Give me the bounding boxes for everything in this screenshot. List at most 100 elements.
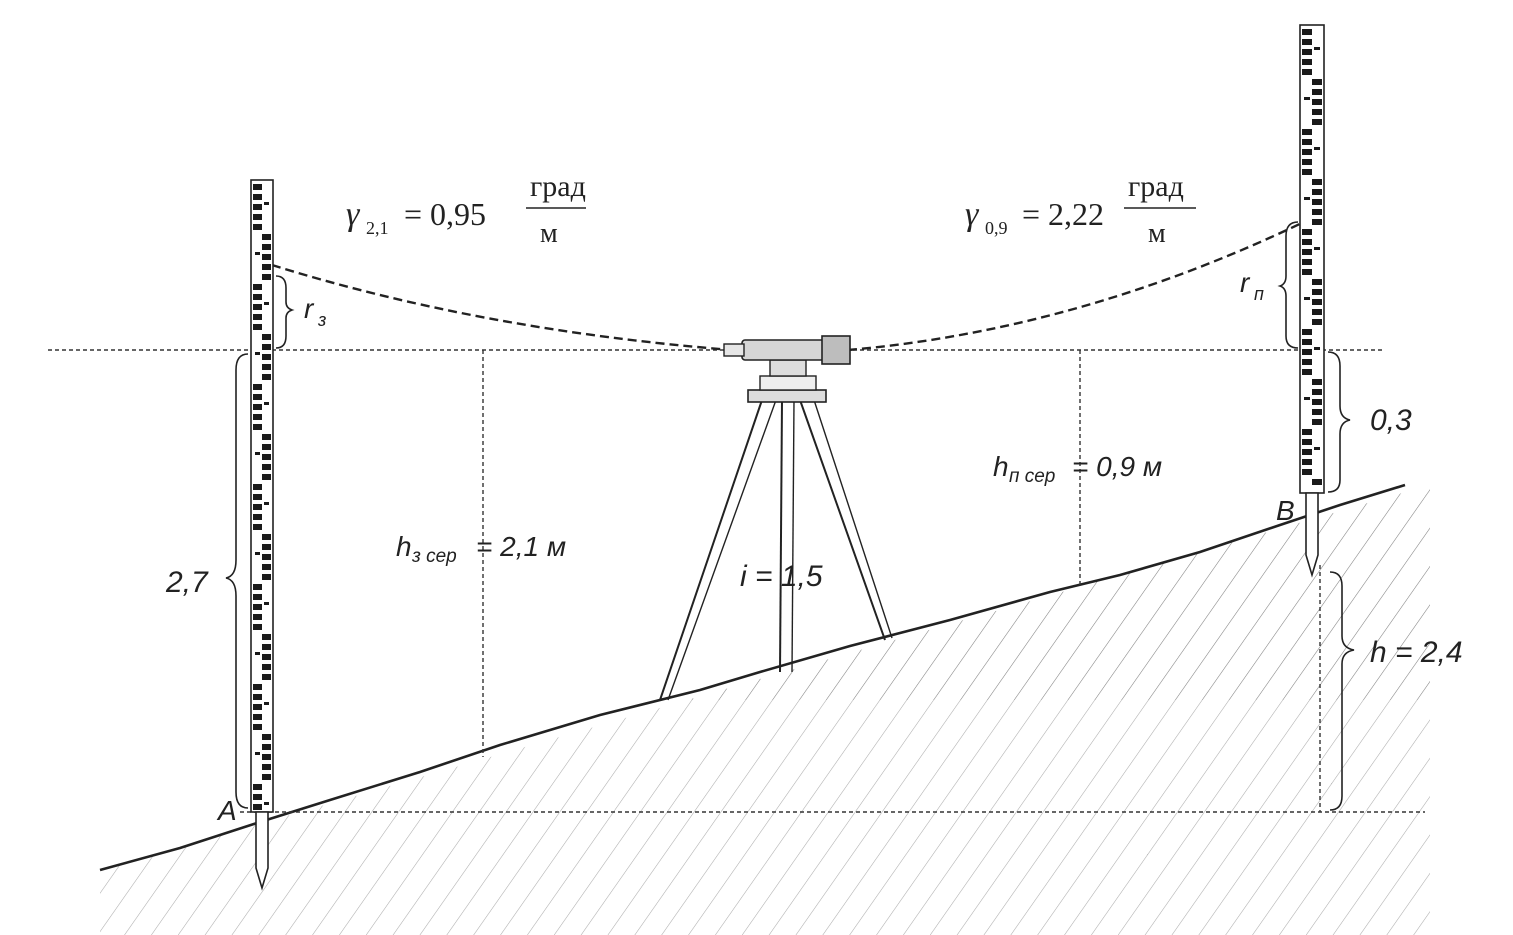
staff-back-digit-mark bbox=[255, 252, 260, 255]
staff-front-mark bbox=[1302, 169, 1312, 175]
staff-back-mark bbox=[262, 244, 271, 250]
staff-front-mark bbox=[1302, 339, 1312, 345]
staff-front-digit-mark bbox=[1314, 447, 1320, 450]
staff-back-mark bbox=[253, 224, 262, 230]
staff-back-mark bbox=[253, 584, 262, 590]
staff-front-markings bbox=[1302, 29, 1322, 485]
staff-front-mark bbox=[1312, 419, 1322, 425]
ground bbox=[99, 483, 1430, 935]
tripod-leg-left-inner bbox=[667, 399, 777, 701]
staff-back-mark bbox=[262, 344, 271, 350]
h-back-sub: з сер bbox=[411, 546, 457, 567]
gamma-front-unit-numerator: град bbox=[1128, 170, 1184, 203]
staff-front-digit-mark bbox=[1304, 397, 1310, 400]
staff-back-digit-mark bbox=[255, 752, 260, 755]
staff-front-mark bbox=[1312, 209, 1322, 215]
staff-back-mark bbox=[253, 184, 262, 190]
refraction-curve-front bbox=[847, 218, 1309, 352]
staff-front-mark bbox=[1302, 349, 1312, 355]
staff-front-mark bbox=[1302, 129, 1312, 135]
staff-back-mark bbox=[262, 664, 271, 670]
staff-front-mark bbox=[1302, 359, 1312, 365]
staff-front-mark bbox=[1302, 29, 1312, 35]
staff-front-mark bbox=[1302, 439, 1312, 445]
tripod-head bbox=[747, 389, 827, 403]
staff-back-mark bbox=[253, 314, 262, 320]
staff-front-mark bbox=[1302, 249, 1312, 255]
staff-front-mark bbox=[1312, 79, 1322, 85]
staff-front-mark bbox=[1312, 179, 1322, 185]
staff-front-mark bbox=[1312, 299, 1322, 305]
staff-back-mark bbox=[262, 754, 271, 760]
staff-back-mark bbox=[253, 694, 262, 700]
ground-surface-line bbox=[99, 483, 1406, 872]
gamma-back-symbol: γ bbox=[346, 196, 361, 233]
staff-back-mark bbox=[262, 364, 271, 370]
h-front-sub: п сер bbox=[1009, 466, 1055, 487]
staff-front-mark bbox=[1312, 99, 1322, 105]
staff-back-mark bbox=[262, 574, 271, 580]
r-back-base: r bbox=[304, 293, 315, 324]
gamma-front-subscript: 0,9 bbox=[985, 218, 1008, 238]
staff-back-mark bbox=[253, 294, 262, 300]
staff-back-mark bbox=[253, 394, 262, 400]
staff-front-mark bbox=[1302, 149, 1312, 155]
staff-back-mark bbox=[253, 504, 262, 510]
leveling-staff-front bbox=[1299, 24, 1325, 578]
staff-back-mark bbox=[253, 214, 262, 220]
brace-reading-front bbox=[1327, 351, 1351, 493]
reading-back-label: 2,7 bbox=[165, 566, 209, 599]
staff-front-digit-mark bbox=[1304, 297, 1310, 300]
staff-back-digit-mark bbox=[255, 352, 260, 355]
refraction-gradient-back: γ 2,1 = 0,95 град м bbox=[346, 170, 586, 249]
staff-back-mark bbox=[262, 254, 271, 260]
tripod-leg-right bbox=[799, 399, 886, 641]
staff-back-digit-mark bbox=[264, 502, 269, 505]
staff-front-mark bbox=[1312, 289, 1322, 295]
staff-back-mark bbox=[262, 234, 271, 240]
point-b-label: B bbox=[1276, 495, 1295, 526]
gamma-back-subscript: 2,1 bbox=[366, 218, 389, 238]
staff-back-mark bbox=[253, 284, 262, 290]
staff-front-mark bbox=[1312, 399, 1322, 405]
instrument-height-label: i = 1,5 bbox=[740, 560, 823, 593]
ground-hatching bbox=[100, 485, 1430, 935]
staff-back-mark bbox=[262, 444, 271, 450]
staff-back-mark bbox=[253, 324, 262, 330]
staff-front-mark bbox=[1302, 269, 1312, 275]
staff-back-mark bbox=[262, 274, 271, 280]
staff-front-mark bbox=[1312, 219, 1322, 225]
staff-front-mark bbox=[1312, 89, 1322, 95]
staff-front-digit-mark bbox=[1304, 97, 1310, 100]
staff-front-mark bbox=[1302, 429, 1312, 435]
staff-front-mark bbox=[1302, 229, 1312, 235]
staff-back-mark bbox=[253, 804, 262, 810]
staff-back-mark bbox=[262, 654, 271, 660]
staff-back-mark bbox=[253, 724, 262, 730]
refraction-gradient-front: γ 0,9 = 2,22 град м bbox=[965, 170, 1196, 249]
staff-back-mark bbox=[262, 474, 271, 480]
staff-back-mark bbox=[262, 734, 271, 740]
label-h-back: h з сер = 2,1 м bbox=[396, 531, 566, 567]
staff-back-mark bbox=[262, 454, 271, 460]
tripod bbox=[659, 399, 893, 701]
level-instrument bbox=[659, 335, 893, 701]
staff-back-mark bbox=[262, 554, 271, 560]
staff-front-mark bbox=[1302, 69, 1312, 75]
staff-front-digit-mark bbox=[1314, 147, 1320, 150]
staff-front-mark bbox=[1312, 309, 1322, 315]
gamma-back-unit-numerator: град bbox=[530, 170, 586, 203]
gamma-front-symbol: γ bbox=[965, 196, 980, 233]
refraction-curve-back bbox=[271, 263, 733, 352]
gamma-back-unit-denominator: м bbox=[540, 218, 558, 249]
staff-front-mark bbox=[1302, 159, 1312, 165]
staff-front-mark bbox=[1312, 319, 1322, 325]
staff-back-mark bbox=[253, 794, 262, 800]
staff-back-mark bbox=[253, 714, 262, 720]
h-back-base: h bbox=[396, 531, 412, 562]
staff-back-mark bbox=[262, 334, 271, 340]
staff-back-mark bbox=[253, 304, 262, 310]
staff-front-mark bbox=[1302, 259, 1312, 265]
staff-front-digit-mark bbox=[1314, 47, 1320, 50]
